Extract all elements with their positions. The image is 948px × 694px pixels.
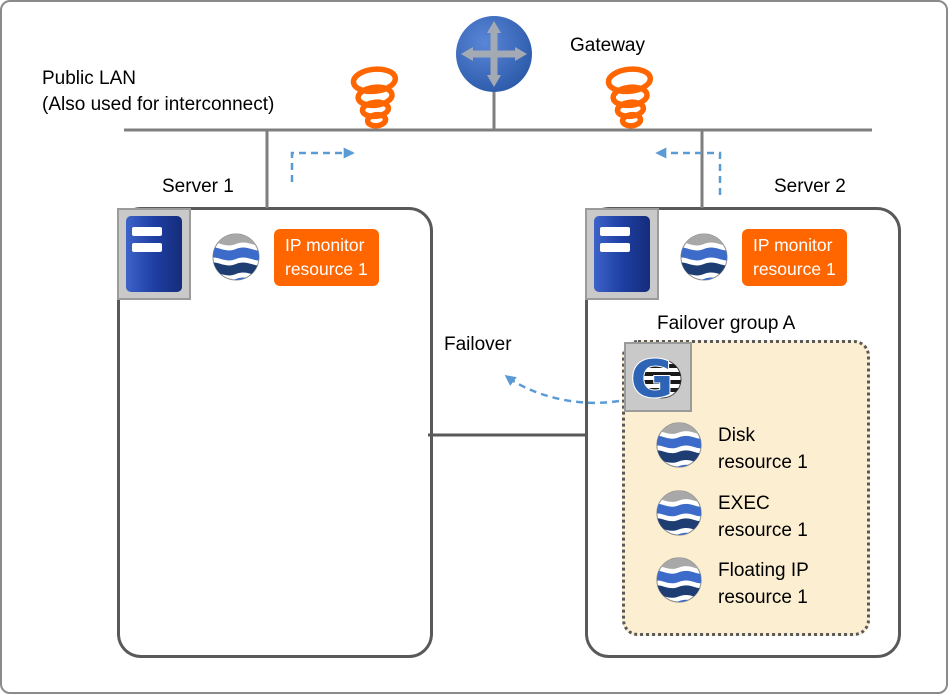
public-lan-label-line2: (Also used for interconnect) bbox=[42, 94, 275, 115]
floating-ip-resource-item: Floating IP resource 1 bbox=[718, 557, 809, 611]
resource-globe-icon bbox=[654, 420, 704, 470]
public-lan-label-line1: Public LAN bbox=[42, 68, 136, 89]
floating-ip-resource-line1: Floating IP bbox=[718, 560, 809, 581]
disk-resource-item: Disk resource 1 bbox=[718, 422, 808, 476]
resource-globe-icon bbox=[678, 231, 730, 283]
public-lan-label: Public LAN (Also used for interconnect) bbox=[42, 66, 274, 118]
ip-monitor-tag-server2-line2: resource 1 bbox=[753, 258, 836, 279]
failover-label: Failover bbox=[444, 334, 512, 355]
exec-resource-line1: EXEC bbox=[718, 493, 770, 514]
failure-spiral-icon-left bbox=[352, 67, 400, 128]
ip-monitor-tag-server1-line2: resource 1 bbox=[285, 258, 368, 279]
gateway-label: Gateway bbox=[570, 35, 645, 56]
floating-ip-resource-line2: resource 1 bbox=[718, 587, 808, 608]
server2-label: Server 2 bbox=[774, 176, 846, 197]
disk-resource-line2: resource 1 bbox=[718, 452, 808, 473]
resource-globe-icon bbox=[654, 488, 704, 538]
resource-globe-icon bbox=[210, 231, 262, 283]
disk-resource-line1: Disk bbox=[718, 425, 755, 446]
router-gateway-icon bbox=[454, 14, 534, 94]
monitor-arrow-server2 bbox=[655, 147, 722, 195]
ip-monitor-tag-server1: IP monitor resource 1 bbox=[274, 229, 379, 287]
failover-group-icon bbox=[624, 342, 692, 412]
server-icon bbox=[585, 208, 659, 300]
resource-globe-icon bbox=[654, 555, 704, 605]
ip-monitor-tag-server1-line1: IP monitor bbox=[285, 235, 365, 255]
exec-resource-line2: resource 1 bbox=[718, 520, 808, 541]
exec-resource-item: EXEC resource 1 bbox=[718, 490, 808, 544]
monitor-arrow-server1 bbox=[290, 147, 355, 182]
failover-group-label: Failover group A bbox=[657, 313, 796, 334]
failure-spiral-icon-right bbox=[607, 67, 655, 128]
ip-monitor-tag-server2: IP monitor resource 1 bbox=[742, 229, 847, 287]
server1-label: Server 1 bbox=[162, 176, 234, 197]
ip-monitor-tag-server2-line1: IP monitor bbox=[753, 235, 833, 255]
server-icon bbox=[117, 208, 191, 300]
